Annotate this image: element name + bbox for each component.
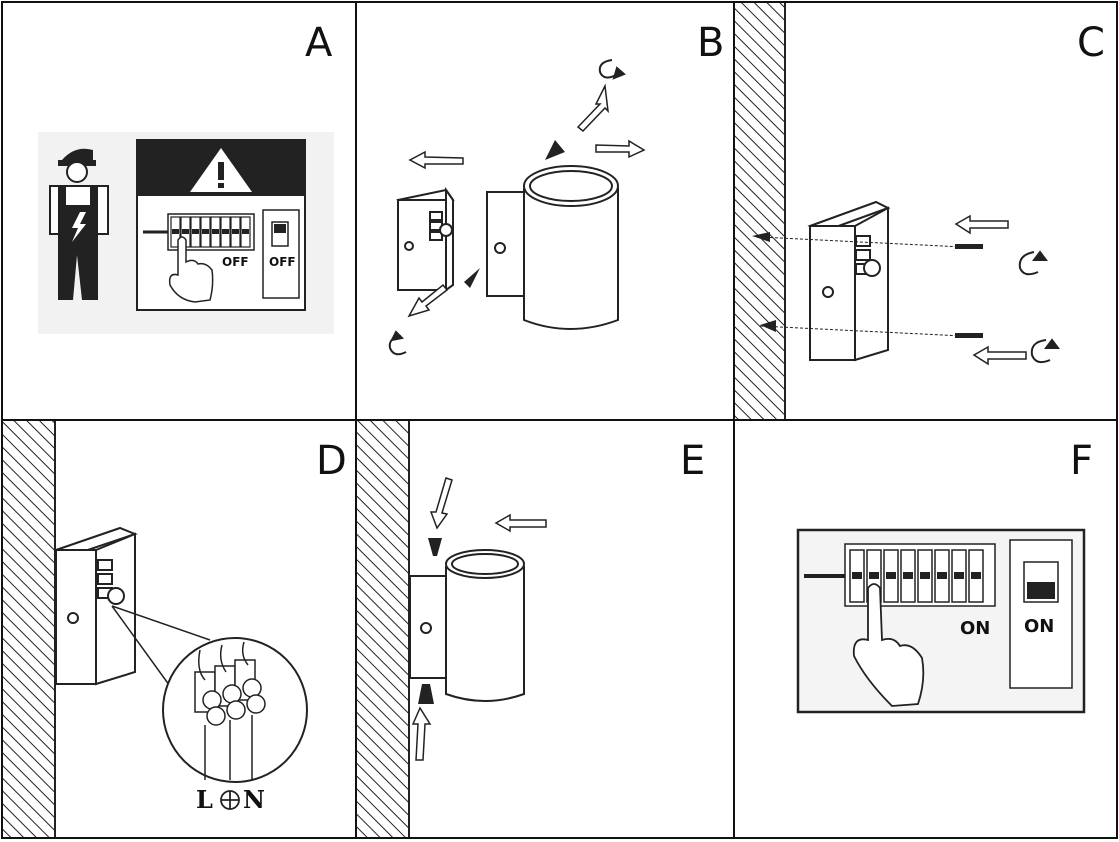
hand-icon <box>852 583 925 707</box>
breaker-off-label: OFF <box>222 255 249 269</box>
panel-e: E <box>357 421 705 837</box>
warning-icon <box>190 148 252 192</box>
panel-b-letter: B <box>697 20 724 66</box>
panel-f-letter: F <box>1070 438 1093 484</box>
panel-d-letter: D <box>316 438 347 484</box>
wall-hatch <box>3 421 55 837</box>
breaker-on-label: ON <box>960 618 990 639</box>
panel-c-letter: C <box>1077 20 1105 66</box>
panel-c: C <box>735 3 1105 419</box>
screw-icon <box>418 538 442 704</box>
screw-icon <box>752 232 983 338</box>
wall-lamp <box>486 165 619 330</box>
wire-n-label: N <box>243 785 265 814</box>
rotate-icon <box>1018 250 1060 364</box>
panel-e-letter: E <box>680 438 705 484</box>
panel-d: D <box>3 421 347 837</box>
panel-f: F ON ON <box>796 438 1093 714</box>
mounting-plate <box>409 575 449 679</box>
arrow-icon <box>411 477 547 761</box>
mounting-plate <box>53 526 138 686</box>
earth-symbol-icon <box>220 790 240 810</box>
screw-icon <box>464 140 565 288</box>
wall-hatch <box>735 3 785 419</box>
panel-a: A <box>38 20 334 334</box>
panel-a-letter: A <box>305 20 333 66</box>
main-switch-off-label: OFF <box>269 255 296 269</box>
mounting-plate <box>807 200 891 362</box>
panel-b: B <box>388 20 724 356</box>
wire-l-label: L <box>196 785 213 814</box>
screw-lines <box>759 236 963 337</box>
breaker-panel: ON ON <box>796 528 1086 714</box>
rotate-icon <box>388 59 626 356</box>
electrician-icon <box>49 148 109 300</box>
breaker-panel: OFF OFF <box>136 139 306 311</box>
mounting-plate <box>396 186 455 292</box>
hand-icon <box>168 236 214 303</box>
terminal-detail <box>162 637 308 783</box>
wall-lamp <box>445 549 525 702</box>
arrow-icon <box>407 83 646 318</box>
wall-hatch <box>357 421 409 837</box>
arrow-icon <box>954 214 1027 366</box>
main-switch-on-label: ON <box>1024 616 1054 637</box>
